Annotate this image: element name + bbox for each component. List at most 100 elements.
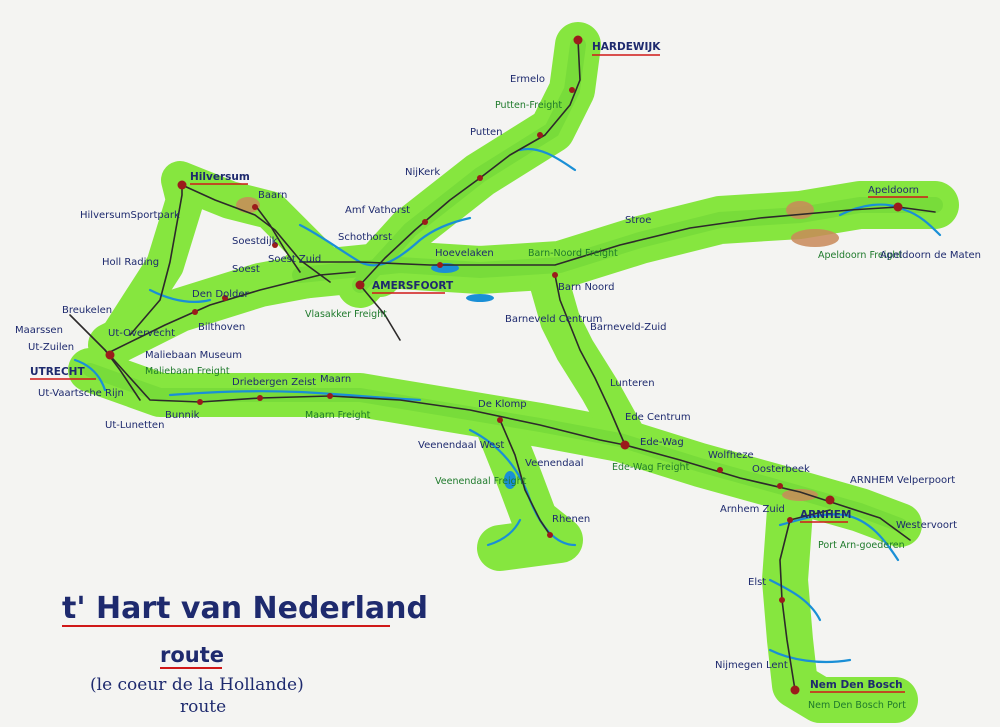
- title-note-line2: route: [180, 697, 226, 717]
- label-soest-zuid: Soest Zuid: [268, 254, 321, 265]
- title-sub: route: [160, 643, 224, 667]
- track-hardewijk-amersfoort: [359, 39, 581, 286]
- station-dot-arnhem-zuid: [787, 517, 793, 523]
- label-maarn: Maarn: [320, 374, 351, 385]
- track-utrecht-breukelen: [69, 314, 141, 401]
- station-dot-wolfheze: [717, 467, 723, 473]
- water-maarn: [168, 390, 422, 402]
- label-nijkerk: NijKerk: [405, 167, 440, 178]
- station-dot-den-dolder: [222, 295, 228, 301]
- label-arnhem: ARNHEM: [800, 509, 851, 521]
- water-elst: [768, 578, 822, 622]
- label-barneveld-zuid: Barneveld-Zuid: [590, 322, 667, 333]
- track-hilversum-loop: [129, 184, 331, 336]
- label-lunteren: Lunteren: [610, 378, 655, 389]
- label-bunnik: Bunnik: [165, 410, 200, 421]
- label-ut-lunetten: Ut-Lunetten: [105, 420, 164, 431]
- label-apeldoorn-freight: Apeldoorn Freight: [818, 250, 902, 261]
- station-dot-vathorst: [422, 219, 428, 225]
- label-soest: Soest: [232, 264, 260, 275]
- station-dot-putten: [537, 132, 543, 138]
- station-dot-ermelo: [569, 87, 575, 93]
- station-dot-oosterbeek: [777, 483, 783, 489]
- water-nijmegen: [768, 648, 852, 664]
- water-apeldoorn: [838, 203, 942, 237]
- station-dot-ede: [620, 440, 630, 450]
- label-ut-vaartsche-rijn: Ut-Vaartsche Rijn: [38, 388, 124, 399]
- label-ut-zuilen: Ut-Zuilen: [28, 342, 74, 353]
- track-utrecht-arnhem: [104, 349, 911, 541]
- label-baarn: Baarn: [258, 190, 287, 201]
- waterways: [73, 147, 942, 664]
- label-elst: Elst: [748, 577, 766, 588]
- terrain-apeldoorn-south: [791, 229, 839, 247]
- water-bilthoven: [148, 288, 212, 304]
- label-schothorst: Schothorst: [338, 232, 392, 243]
- station-dot-hardewijk: [573, 35, 583, 45]
- terrain-apeldoorn-north: [786, 201, 814, 219]
- lake-vlasakker: [466, 294, 494, 302]
- label-wolfheze: Wolfheze: [708, 450, 754, 461]
- label-veenendaal: Veenendaal: [525, 458, 584, 469]
- station-dot-arnhem: [825, 495, 835, 505]
- label-nijmegen-lent: Nijmegen Lent: [715, 660, 788, 671]
- track-rhenen: [499, 419, 551, 536]
- label-nem-den-bosch: Nem Den Bosch: [810, 679, 903, 691]
- terrain-oosterbeek: [782, 489, 818, 501]
- track-amersfoort-apeldoorn: [299, 206, 936, 266]
- label-putten-freight: Putten-Freight: [495, 100, 562, 111]
- station-dot-nijmegen: [790, 685, 800, 695]
- label-bilthoven: Bilthoven: [198, 322, 245, 333]
- label-ede-wag: Ede-Wag: [640, 437, 684, 448]
- map-title: t' Hart van Nederland route (le coeur de…: [62, 591, 428, 717]
- station-dot-bunnik: [197, 399, 203, 405]
- label-apeldoorn: Apeldoorn: [868, 185, 919, 196]
- label-hardewijk: HARDEWIJK: [592, 41, 661, 53]
- corridor-rhenen: [477, 407, 583, 571]
- station-dot-nijkerk: [477, 175, 483, 181]
- label-oosterbeek: Oosterbeek: [752, 464, 810, 475]
- label-veenendaal-freight: Veenendaal Freight: [435, 476, 527, 487]
- label-apeldoorn-de-maten: Apeldoorn de Maten: [880, 250, 981, 261]
- label-de-klomp: De Klomp: [478, 399, 527, 410]
- station-dot-baarn: [252, 204, 258, 210]
- label-ermelo: Ermelo: [510, 74, 545, 85]
- label-hilversum: Hilversum: [190, 171, 250, 183]
- label-arnhem-velperpoort: ARNHEM Velperpoort: [850, 475, 955, 486]
- label-ede-centrum: Ede Centrum: [625, 412, 691, 423]
- station-dot-elst: [779, 597, 785, 603]
- label-den-dolder: Den Dolder: [192, 289, 249, 300]
- label-barn-noord-freight: Barn-Noord Freight: [528, 248, 618, 259]
- label-ut-overvecht: Ut-Overvecht: [108, 328, 175, 339]
- title-main: t' Hart van Nederland: [62, 591, 428, 626]
- station-dot-amersfoort: [355, 280, 365, 290]
- station-dot-de-klomp: [497, 417, 503, 423]
- title-note-line1: (le coeur de la Hollande): [90, 675, 304, 695]
- station-dot-driebergen: [257, 395, 263, 401]
- label-holl-rading: Holl Rading: [102, 257, 159, 268]
- label-barn-noord: Barn Noord: [558, 282, 614, 293]
- label-driebergen-zeist: Driebergen Zeist: [232, 377, 316, 388]
- label-maarssen: Maarssen: [15, 325, 63, 336]
- station-dot-maarn: [327, 393, 333, 399]
- station-dot-soestdijk: [272, 242, 278, 248]
- station-labels: HARDEWIJK Ermelo Putten-Freight Putten N…: [15, 41, 981, 711]
- label-vlasakker-freight: Vlasakker Freight: [305, 309, 387, 320]
- label-amf-vathorst: Amf Vathorst: [345, 205, 410, 216]
- label-maliebaan-freight: Maliebaan Freight: [145, 366, 230, 377]
- label-maliebaan-museum: Maliebaan Museum: [145, 350, 242, 361]
- station-dot-hoevelaken: [437, 262, 443, 268]
- corridor-arnhem-nijmegen: [762, 487, 918, 723]
- label-rhenen: Rhenen: [552, 514, 590, 525]
- label-maarn-freight: Maarn Freight: [305, 410, 371, 421]
- corridor-hilversum-loop: [101, 161, 349, 354]
- label-amersfoort: AMERSFOORT: [372, 280, 454, 292]
- label-hilversum-sportpark: HilversumSportpark: [80, 210, 180, 221]
- label-hoevelaken: Hoevelaken: [435, 248, 494, 259]
- label-breukelen: Breukelen: [62, 305, 112, 316]
- track-arnhem-nijmegen: [779, 509, 831, 691]
- label-stroe: Stroe: [625, 215, 651, 226]
- station-dot-utrecht: [105, 350, 115, 360]
- track-utrecht-amersfoort: [109, 271, 356, 353]
